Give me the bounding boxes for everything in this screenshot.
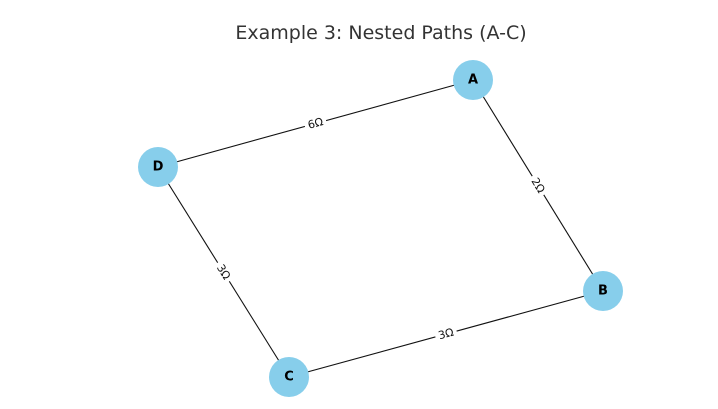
edge-label-group: 6Ω <box>303 113 328 134</box>
node-circle <box>453 60 493 100</box>
edge-d-a: 6Ω <box>157 79 474 168</box>
node-circle <box>583 271 623 311</box>
node-d: D <box>138 147 178 187</box>
node-a: A <box>453 60 493 100</box>
edge-label-background <box>211 258 236 286</box>
node-c: C <box>269 357 309 397</box>
edge-label-background <box>303 113 328 134</box>
edge-a-b: 2Ω <box>472 79 604 292</box>
node-circle <box>138 147 178 187</box>
node-label: A <box>468 73 478 88</box>
edge-label: 3Ω <box>437 326 455 343</box>
edge-label-background <box>433 324 459 344</box>
edges-layer: 6Ω 2Ω 3Ω 3Ω <box>157 79 604 378</box>
node-b: B <box>583 271 623 311</box>
node-label: B <box>598 284 608 299</box>
edge-c-d: 3Ω <box>157 166 290 378</box>
edge-label-group: 3Ω <box>433 324 459 344</box>
edge-label-background <box>526 172 550 199</box>
node-label: D <box>153 160 164 175</box>
node-circle <box>269 357 309 397</box>
edge-label-group: 3Ω <box>211 258 236 286</box>
edge-label: 6Ω <box>306 115 324 132</box>
nodes-layer: A B C D <box>138 60 623 397</box>
edge-b-c: 3Ω <box>288 290 604 378</box>
edge-label-group: 2Ω <box>526 172 550 199</box>
node-label: C <box>284 370 294 385</box>
